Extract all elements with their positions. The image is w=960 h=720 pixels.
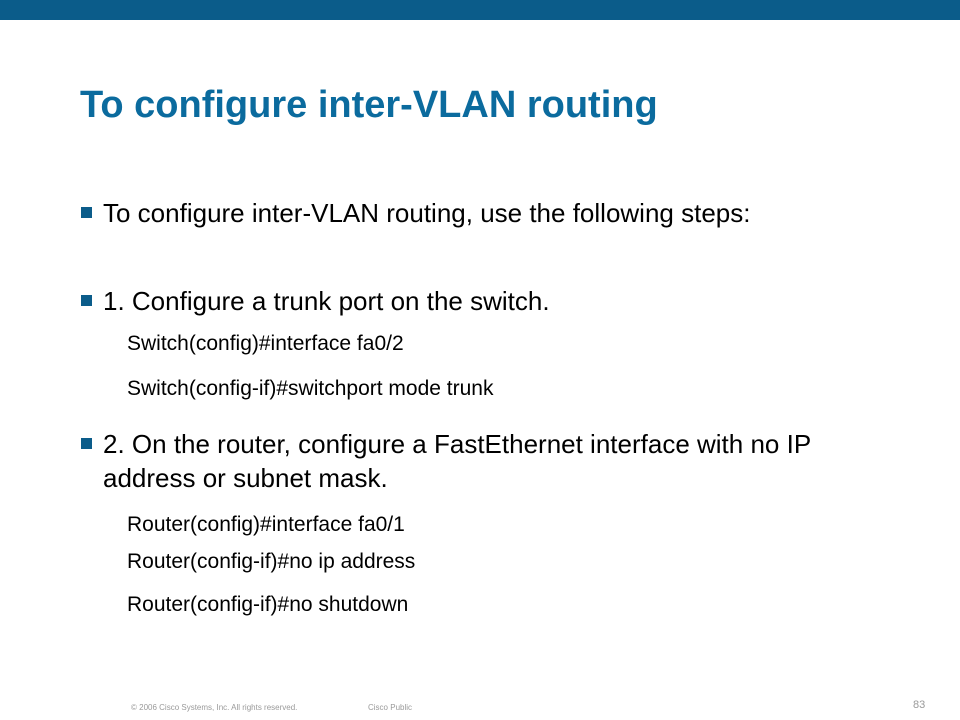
square-bullet-icon (81, 207, 92, 218)
command-line: Switch(config-if)#switchport mode trunk (127, 377, 494, 400)
footer-classification: Cisco Public (368, 703, 413, 712)
command-line: Switch(config)#interface fa0/2 (127, 332, 404, 355)
bullet-item: 1. Configure a trunk port on the switch. (80, 284, 880, 318)
page-number: 83 (913, 699, 926, 711)
slide-title: To configure inter-VLAN routing (80, 84, 658, 126)
command-line: Router(config)#interface fa0/1 (127, 513, 405, 536)
square-bullet-icon (81, 295, 92, 306)
bullet-text: 1. Configure a trunk port on the switch. (103, 286, 550, 316)
footer-copyright: © 2006 Cisco Systems, Inc. All rights re… (131, 703, 298, 712)
bullet-text: 2. On the router, configure a FastEthern… (103, 429, 811, 493)
command-line: Router(config-if)#no shutdown (127, 593, 409, 616)
command-line: Router(config-if)#no ip address (127, 550, 416, 573)
square-bullet-icon (81, 438, 92, 449)
bullet-item: To configure inter-VLAN routing, use the… (80, 196, 880, 230)
top-banner (0, 0, 960, 20)
bullet-text: To configure inter-VLAN routing, use the… (103, 198, 751, 228)
bullet-item: 2. On the router, configure a FastEthern… (80, 427, 880, 495)
